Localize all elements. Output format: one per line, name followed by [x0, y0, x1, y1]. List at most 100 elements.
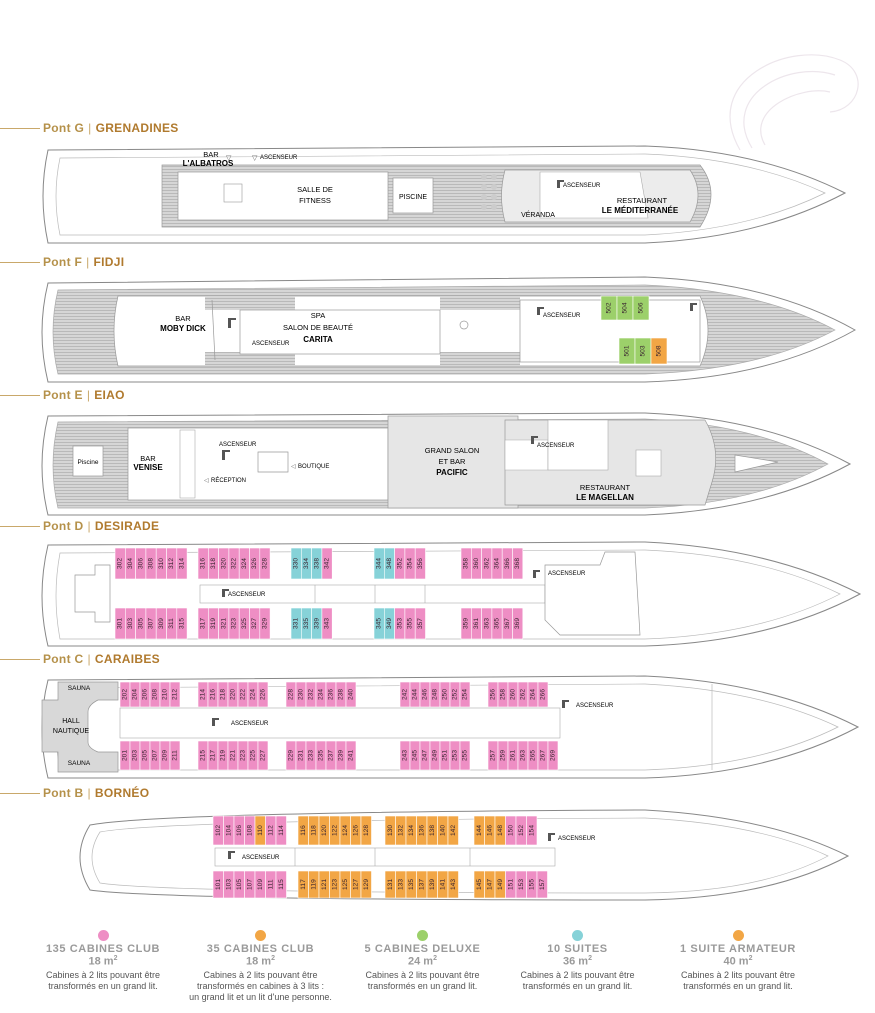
cabin-329: [259, 607, 271, 640]
label-magellan: LE MAGELLAN: [576, 493, 634, 502]
cabin-label-236: 236: [328, 689, 335, 700]
cabin-label-349: 349: [386, 618, 393, 629]
cabin-label-134: 134: [408, 825, 415, 836]
cabin-label-141: 141: [439, 879, 446, 890]
cabin-label-223: 223: [240, 750, 247, 761]
cabin-label-255: 255: [462, 750, 469, 761]
cabin-label-329: 329: [261, 618, 268, 629]
deck-title-c: Pont C|CARAIBES: [0, 652, 160, 668]
cabin-label-342: 342: [324, 558, 331, 569]
cabin-label-354: 354: [407, 558, 414, 569]
cabin-label-343: 343: [324, 618, 331, 629]
label-mediterranee: LE MÉDITERRANÉE: [602, 206, 679, 215]
deck-e: Piscine BAR VENISE ASCENSEUR ◁ BOUTIQUE …: [41, 412, 852, 516]
label-piscine-e: Piscine: [78, 459, 99, 466]
label-sauna-top: SAUNA: [68, 685, 91, 692]
cabin-506: [632, 295, 650, 321]
cabin-label-207: 207: [152, 750, 159, 761]
cabin-label-127: 127: [352, 879, 359, 890]
cabin-label-303: 303: [127, 618, 134, 629]
cabin-label-266: 266: [540, 689, 547, 700]
cabin-label-253: 253: [452, 750, 459, 761]
cabin-label-133: 133: [397, 879, 404, 890]
cabin-label-218: 218: [220, 689, 227, 700]
cabin-label-209: 209: [162, 750, 169, 761]
label-restaurant-e: RESTAURANT: [580, 483, 631, 492]
cabin-label-212: 212: [172, 689, 179, 700]
label-ascenseur-b1: ASCENSEUR: [242, 855, 280, 861]
cabin-label-231: 231: [298, 750, 305, 761]
cabin-label-146: 146: [486, 825, 493, 836]
svg-text:◁: ◁: [291, 464, 296, 470]
cabin-label-360: 360: [473, 558, 480, 569]
label-ascenseur-e1: ASCENSEUR: [219, 442, 257, 448]
cabin-508: [650, 337, 668, 365]
cabin-label-319: 319: [210, 618, 217, 629]
cabin-label-345: 345: [376, 618, 383, 629]
deck-title-b: Pont B|BORNÉO: [0, 786, 149, 802]
cabin-label-262: 262: [520, 689, 527, 700]
cabin-label-357: 357: [417, 618, 424, 629]
cabin-label-153: 153: [518, 879, 525, 890]
cabin-129: [360, 870, 372, 899]
cabin-label-138: 138: [429, 825, 436, 836]
cabin-label-234: 234: [318, 689, 325, 700]
cabin-label-320: 320: [220, 558, 227, 569]
label-sauna-bottom: SAUNA: [68, 760, 91, 767]
deck-title-d: Pont D|DESIRADE: [0, 519, 159, 535]
cabin-label-330: 330: [293, 558, 300, 569]
cabin-label-201: 201: [122, 750, 129, 761]
label-reception: RÉCEPTION: [211, 477, 246, 484]
deck-title-f: Pont F|FIDJI: [0, 255, 124, 271]
label-grand-salon: GRAND SALON: [425, 446, 480, 455]
cabin-369: [512, 607, 524, 640]
cabin-label-323: 323: [231, 618, 238, 629]
cabin-342: [321, 547, 333, 580]
cabin-label-208: 208: [152, 689, 159, 700]
cabin-label-126: 126: [352, 825, 359, 836]
cabin-label-355: 355: [407, 618, 414, 629]
cabin-label-205: 205: [142, 750, 149, 761]
swirl-ornament: [729, 54, 859, 151]
svg-text:▽: ▽: [226, 155, 232, 162]
legend-item-deluxe: 5 CABINES DELUXE 24 m2 Cabines à 2 lits …: [355, 930, 490, 992]
label-ascenseur-c1: ASCENSEUR: [231, 721, 269, 727]
cabin-label-361: 361: [473, 618, 480, 629]
cabin-357: [414, 607, 426, 640]
cabin-label-365: 365: [494, 618, 501, 629]
legend-dot-club-3-lits: [255, 930, 266, 941]
cabin-label-115: 115: [278, 879, 285, 890]
cabin-label-221: 221: [230, 750, 237, 761]
cabin-label-363: 363: [483, 618, 490, 629]
cabin-label-106: 106: [236, 825, 243, 836]
cabin-label-225: 225: [250, 750, 257, 761]
deck-c: SAUNA HALL NAUTIQUE SAUNA ASCENSEUR ASCE…: [41, 675, 860, 779]
cabin-label-305: 305: [137, 618, 144, 629]
cabin-label-237: 237: [328, 750, 335, 761]
cabin-label-124: 124: [342, 825, 349, 836]
cabin-label-155: 155: [528, 879, 535, 890]
cabin-label-328: 328: [261, 558, 268, 569]
cabin-label-145: 145: [476, 879, 483, 890]
cabin-label-117: 117: [300, 879, 307, 890]
cabin-label-122: 122: [331, 825, 338, 836]
deck-title-e: Pont E|EIAO: [0, 388, 125, 404]
cabin-label-108: 108: [246, 825, 253, 836]
label-piscine-g: PISCINE: [399, 194, 427, 201]
cabin-157: [536, 870, 548, 899]
label-ascenseur-g1: ASCENSEUR: [260, 155, 298, 161]
cabin-label-301: 301: [117, 618, 124, 629]
cabin-label-308: 308: [148, 558, 155, 569]
label-ascenseur-f1: ASCENSEUR: [252, 341, 290, 347]
legend-dot-suite-armateur: [732, 930, 744, 941]
cabin-label-331: 331: [293, 618, 300, 629]
cabin-label-104: 104: [225, 825, 232, 836]
cabin-label-358: 358: [463, 558, 470, 569]
cabin-227: [257, 740, 269, 771]
cabin-label-304: 304: [127, 558, 134, 569]
label-venise: VENISE: [133, 463, 163, 472]
